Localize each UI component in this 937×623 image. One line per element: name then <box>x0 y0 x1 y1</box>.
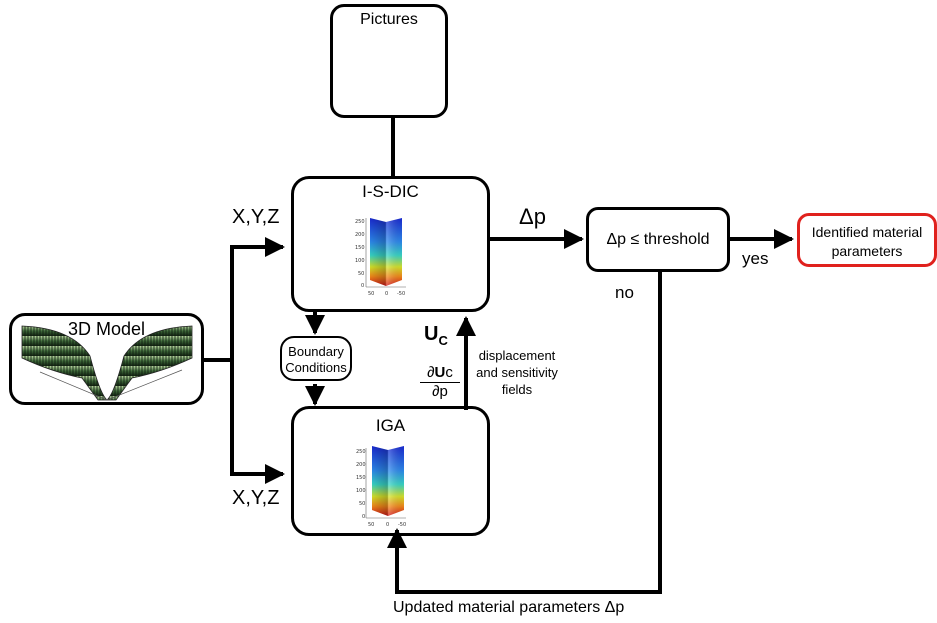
isdic-label: I-S-DIC <box>362 182 419 201</box>
partial-c: c <box>445 364 453 381</box>
no-label: no <box>615 283 634 302</box>
xyz-top-label: X,Y,Z <box>232 206 280 228</box>
arrow-threshold-to-iga <box>387 272 662 594</box>
model-image <box>21 325 193 401</box>
arrow-model-to-iga <box>230 360 285 484</box>
iga-box: IGA <box>291 406 490 536</box>
boundary-box: Boundary Conditions <box>280 336 352 381</box>
model-box: 3D Model <box>9 313 204 405</box>
iga-ytick-3: 100 <box>356 488 366 494</box>
pictures-box: Pictures <box>330 4 448 118</box>
iga-ytick-2: 150 <box>356 475 366 481</box>
boundary-label-line2: Conditions <box>285 360 347 375</box>
iga-displacement-plot: 250 200 150 100 50 0 50 0 -50 <box>356 446 406 528</box>
partial-numerator: ∂Uc <box>420 364 460 383</box>
partial-derivative-label: ∂Uc ∂p <box>420 364 460 400</box>
threshold-label: Δp ≤ threshold <box>606 231 710 248</box>
yes-label: yes <box>742 249 769 268</box>
isdic-xtick-2: -50 <box>397 291 405 297</box>
uc-sub: C <box>438 333 448 348</box>
delta-p-label: Δp <box>519 204 546 229</box>
result-label-line1: Identified material <box>811 224 923 240</box>
connectors <box>203 117 794 594</box>
partial-u: U <box>434 364 446 381</box>
isdic-ytick-1: 200 <box>355 232 365 238</box>
fields-label-line2: and sensitivity <box>476 365 558 380</box>
iga-label: IGA <box>375 416 406 435</box>
result-label-line2: parameters <box>831 243 903 259</box>
pictures-label: Pictures <box>360 11 418 28</box>
partial-symbol: ∂ <box>427 364 435 381</box>
isdic-ytick-5: 0 <box>361 283 364 289</box>
model-label: 3D Model <box>67 319 146 339</box>
fields-label-line1: displacement <box>478 348 556 363</box>
iga-ytick-1: 200 <box>356 462 366 468</box>
update-label: Updated material parameters Δp <box>393 599 625 616</box>
isdic-box: I-S-DIC <box>291 176 490 312</box>
iga-ytick-5: 0 <box>362 514 365 520</box>
fields-label-line3: fields <box>501 382 533 397</box>
iga-xtick-1: 0 <box>386 522 389 528</box>
isdic-ytick-3: 100 <box>355 258 365 264</box>
isdic-ytick-2: 150 <box>355 245 365 251</box>
iga-xtick-0: 50 <box>368 522 374 528</box>
iga-xtick-2: -50 <box>398 522 406 528</box>
isdic-ytick-0: 250 <box>355 219 365 225</box>
arrow-model-to-isdic <box>203 237 285 362</box>
uc-main: U <box>424 323 439 345</box>
isdic-displacement-plot: 250 200 150 100 50 0 50 0 -50 <box>355 218 406 297</box>
result-box: Identified material parameters <box>797 213 937 267</box>
partial-denominator: ∂p <box>432 383 448 400</box>
xyz-bottom-label: X,Y,Z <box>232 487 280 509</box>
iga-ytick-4: 50 <box>359 501 365 507</box>
isdic-xtick-0: 50 <box>368 291 374 297</box>
boundary-label-line1: Boundary <box>288 344 344 359</box>
isdic-xtick-1: 0 <box>385 291 388 297</box>
threshold-box: Δp ≤ threshold <box>586 207 730 272</box>
uc-label: UC <box>424 323 448 348</box>
iga-ytick-0: 250 <box>356 449 366 455</box>
isdic-ytick-4: 50 <box>358 271 364 277</box>
